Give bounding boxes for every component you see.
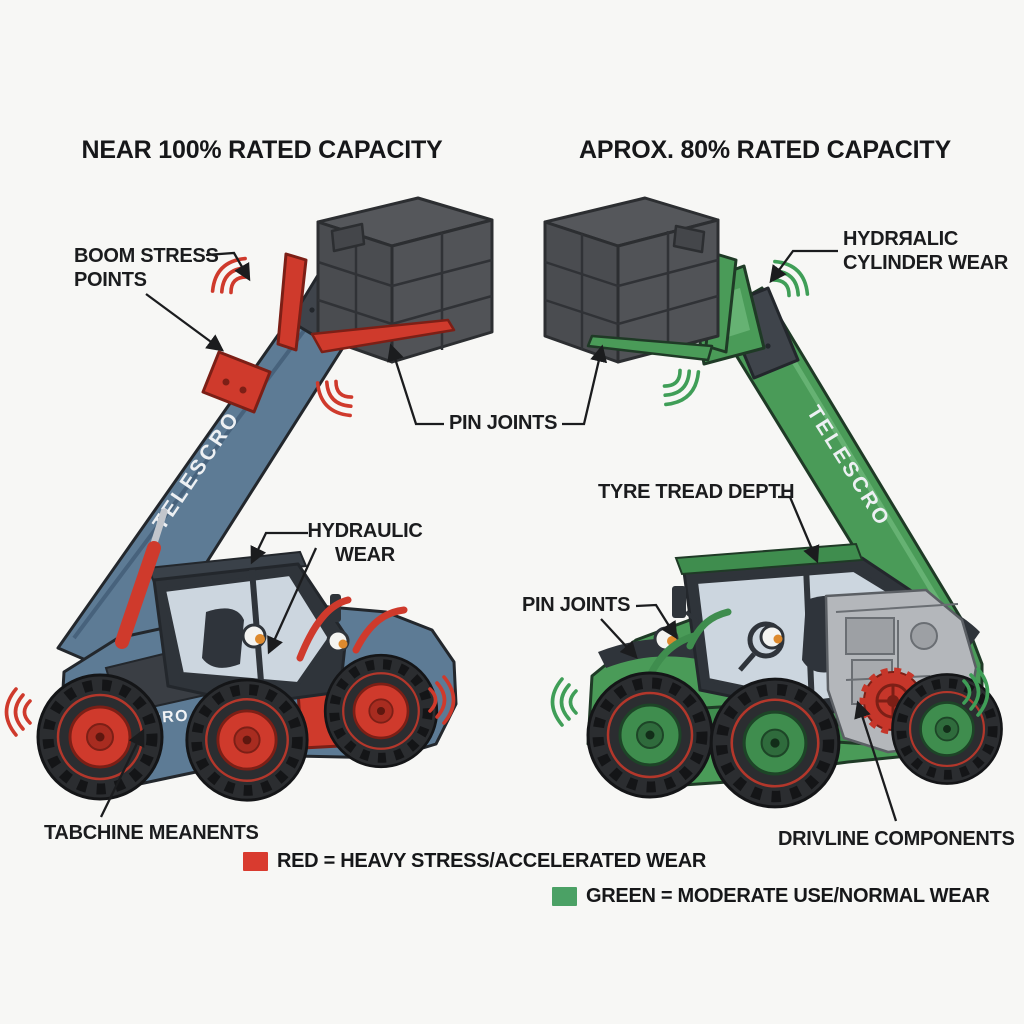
leader-lines: [99, 249, 898, 822]
leader-boom-stress-waves: [205, 251, 251, 282]
left-boom-stress-collar: [201, 350, 272, 414]
leader-pin-joints-r-axle: [600, 618, 638, 659]
label-hydraulic-cylinder-wear: HYDRЯALIC CYLINDER WEAR: [843, 228, 1008, 275]
label-line: POINTS: [74, 268, 147, 291]
label-pin-joints-left: PIN JOINTS: [449, 412, 558, 434]
right-front-wheel: [892, 674, 1001, 783]
right-handrail: [686, 608, 732, 650]
stress-waves-rear-wheel: [4, 687, 32, 737]
normal-waves-forks: [654, 360, 707, 413]
label-line: HYDRЯALIC: [843, 228, 959, 250]
right-mid-wheel: [711, 679, 839, 807]
label-machine-elements: TABCHINE MEANENTS: [44, 822, 259, 844]
left-rear-wheel: [38, 675, 162, 799]
title-left: NEAR 100% RATED CAPACITY: [81, 136, 443, 164]
left-handrail: [352, 606, 408, 654]
leader-pin-joints-right-fork: [562, 344, 608, 426]
leader-hydraulic-wear-2: [267, 547, 318, 655]
right-rear-wheel: [588, 673, 712, 797]
left-mid-wheel: [187, 680, 307, 800]
leader-boom-stress-collar: [145, 293, 225, 352]
legend-red-swatch: [243, 852, 268, 871]
leader-pin-joints-r-light: [635, 603, 678, 640]
leader-drivline: [854, 700, 898, 822]
legend-green-text: GREEN = MODERATE USE/NORMAL WEAR: [586, 885, 990, 907]
legend-red-row: RED = HEAVY STRESS/ACCELERATED WEAR: [243, 850, 706, 873]
label-tyre-tread-depth: TYRE TREAD DEPTH: [598, 481, 795, 503]
label-line: BOOM STRESS: [74, 245, 219, 267]
legend-green-row: GREEN = MODERATE USE/NORMAL WEAR: [552, 885, 990, 908]
legend-green-swatch: [552, 887, 577, 906]
title-right: APROX. 80% RATED CAPACITY: [579, 136, 951, 164]
legend-red-text: RED = HEAVY STRESS/ACCELERATED WEAR: [277, 850, 707, 872]
leader-pin-joints-left-fork: [387, 343, 444, 426]
leader-machine-elements: [99, 728, 145, 818]
label-line: WEAR: [335, 543, 395, 566]
leader-hydraulic-wear-1: [250, 531, 308, 565]
label-boom-stress-points: BOOM STRESS POINTS: [74, 245, 219, 292]
left-handrail: [296, 596, 352, 662]
normal-waves-rear-wheel: [550, 677, 578, 727]
label-line: HYDRAULIC: [307, 520, 423, 542]
leader-tyre-tread: [778, 495, 820, 564]
label-pin-joints-right: PIN JOINTS: [522, 594, 631, 616]
right-load-crate: [543, 196, 720, 364]
label-drivline-components: DRIVLINE COMPONENTS: [778, 828, 1015, 850]
left-hydraulic-cylinder: [115, 508, 168, 649]
left-cab: [146, 550, 350, 706]
label-hydraulic-wear: HYDRAULIC WEAR: [298, 520, 432, 567]
leader-cylinder-wear: [769, 249, 838, 284]
left-machine-drawing: TELESCRO TELESCRO: [4, 196, 494, 800]
left-front-wheel: [325, 655, 437, 767]
left-fork-tine: [310, 318, 456, 354]
right-fork-tine: [586, 334, 714, 362]
label-line: CYLINDER WEAR: [843, 251, 1008, 274]
